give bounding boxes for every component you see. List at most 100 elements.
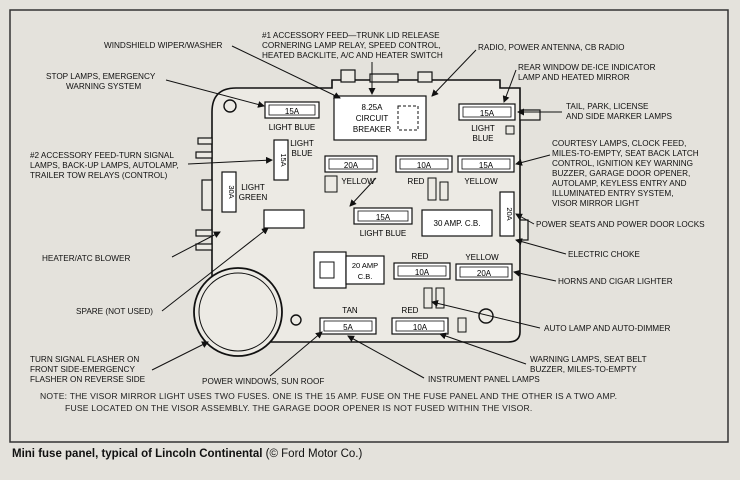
svg-text:20A: 20A bbox=[344, 161, 359, 170]
panel-tab bbox=[369, 73, 399, 83]
circuit-breaker-8-25a: 8.25A CIRCUIT BREAKER bbox=[333, 95, 427, 141]
svg-text:10A: 10A bbox=[417, 161, 432, 170]
label-heater: HEATER/ATC BLOWER bbox=[42, 254, 130, 263]
mounting-hole bbox=[290, 314, 302, 326]
svg-text:20 AMP: 20 AMP bbox=[352, 261, 378, 270]
relay-block bbox=[263, 209, 305, 229]
label-power-seats: POWER SEATS AND POWER DOOR LOCKS bbox=[536, 220, 705, 229]
label-tail-park-line2: AND SIDE MARKER LAMPS bbox=[566, 112, 673, 121]
mounting-hole bbox=[478, 308, 494, 324]
fuse-15a-light-blue-top-left: 15A LIGHT BLUE bbox=[264, 101, 320, 132]
label-courtesy-line2: MILES-TO-EMPTY, SEAT BACK LATCH bbox=[552, 149, 699, 158]
caption-copyright: (© Ford Motor Co.) bbox=[262, 448, 363, 460]
svg-text:LIGHT: LIGHT bbox=[241, 183, 265, 192]
panel-tab bbox=[340, 69, 356, 83]
svg-text:LIGHT: LIGHT bbox=[290, 139, 314, 148]
label-courtesy-line6: ILLUMINATED ENTRY SYSTEM, bbox=[552, 189, 673, 198]
svg-text:15A: 15A bbox=[279, 153, 288, 166]
fuse-15a-light-blue-mid: 15A LIGHT BLUE bbox=[353, 207, 413, 238]
svg-text:LIGHT: LIGHT bbox=[471, 124, 495, 133]
svg-text:15A: 15A bbox=[479, 161, 494, 170]
side-clips bbox=[195, 109, 541, 251]
label-warning-lamps-line1: WARNING LAMPS, SEAT BELT bbox=[530, 355, 647, 364]
label-stop-lamps-line1: STOP LAMPS, EMERGENCY bbox=[46, 72, 156, 81]
svg-text:15A: 15A bbox=[376, 213, 391, 222]
fuse-10a-red-lower: 10A RED bbox=[393, 252, 451, 309]
label-rear-window-line1: REAR WINDOW DE-ICE INDICATOR bbox=[518, 63, 656, 72]
svg-text:8.25A: 8.25A bbox=[362, 103, 384, 112]
svg-text:GREEN: GREEN bbox=[239, 193, 268, 202]
svg-text:10A: 10A bbox=[413, 323, 428, 332]
svg-text:YELLOW: YELLOW bbox=[341, 177, 375, 186]
figure-caption: Mini fuse panel, typical of Lincoln Cont… bbox=[12, 448, 362, 460]
label-accessory1-line2: CORNERING LAMP RELAY, SPEED CONTROL, bbox=[262, 41, 441, 50]
fuse-20a-vertical-right: 20A bbox=[499, 191, 515, 237]
note-line2: FUSE LOCATED ON THE VISOR ASSEMBLY. THE … bbox=[65, 403, 533, 413]
flasher-inner-ring bbox=[198, 272, 278, 352]
label-stop-lamps-line2: WARNING SYSTEM bbox=[66, 82, 141, 91]
label-courtesy-line4: BUZZER, GARAGE DOOR OPENER, bbox=[552, 169, 690, 178]
mounting-hole bbox=[223, 99, 237, 113]
label-radio: RADIO, POWER ANTENNA, CB RADIO bbox=[478, 43, 624, 52]
label-auto-lamp: AUTO LAMP AND AUTO-DIMMER bbox=[544, 324, 671, 333]
turn-signal-flasher bbox=[193, 267, 283, 357]
fuse-30a-light-green-vertical: 30A LIGHT GREEN bbox=[221, 171, 268, 213]
svg-text:YELLOW: YELLOW bbox=[464, 177, 498, 186]
svg-text:15A: 15A bbox=[480, 109, 495, 118]
label-accessory2-line2: LAMPS, BACK-UP LAMPS, AUTOLAMP, bbox=[30, 161, 179, 170]
svg-text:20A: 20A bbox=[505, 207, 514, 220]
label-courtesy-line3: CONTROL, IGNITION KEY WARNING bbox=[552, 159, 693, 168]
label-turn-flasher-line2: FRONT SIDE-EMERGENCY bbox=[30, 365, 135, 374]
panel-tab bbox=[417, 71, 433, 83]
svg-text:BLUE: BLUE bbox=[292, 149, 313, 158]
svg-text:30A: 30A bbox=[227, 185, 236, 198]
fuse-10a-red: 10A RED bbox=[395, 155, 453, 201]
fuse-20a-yellow: 20A YELLOW bbox=[324, 155, 378, 193]
svg-text:TAN: TAN bbox=[342, 306, 358, 315]
leader-lines bbox=[151, 45, 567, 379]
diagram-frame bbox=[9, 9, 729, 443]
label-turn-flasher-line3: FLASHER ON REVERSE SIDE bbox=[30, 375, 146, 384]
label-courtesy-line5: AUTOLAMP, KEYLESS ENTRY AND bbox=[552, 179, 687, 188]
label-courtesy-line1: COURTESY LAMPS, CLOCK FEED, bbox=[552, 139, 686, 148]
svg-text:LIGHT BLUE: LIGHT BLUE bbox=[269, 123, 316, 132]
fuse-15a-yellow: 15A YELLOW bbox=[457, 155, 515, 186]
svg-text:5A: 5A bbox=[343, 323, 353, 332]
label-wiper: WINDSHIELD WIPER/WASHER bbox=[104, 41, 223, 50]
label-tail-park-line1: TAIL, PARK, LICENSE bbox=[566, 102, 649, 111]
fuse-20a-yellow-lower: 20A YELLOW bbox=[455, 253, 513, 281]
label-instrument: INSTRUMENT PANEL LAMPS bbox=[428, 375, 540, 384]
svg-text:BLUE: BLUE bbox=[473, 134, 494, 143]
svg-text:30 AMP. C.B.: 30 AMP. C.B. bbox=[434, 219, 481, 228]
fuse-10a-red-bottom: 10A RED bbox=[391, 306, 467, 335]
label-accessory2-line1: #2 ACCESSORY FEED-TURN SIGNAL bbox=[30, 151, 174, 160]
svg-text:CIRCUIT: CIRCUIT bbox=[356, 114, 389, 123]
label-courtesy-line7: VISOR MIRROR LIGHT bbox=[552, 199, 639, 208]
visor-note: NOTE: THE VISOR MIRROR LIGHT USES TWO FU… bbox=[40, 390, 700, 414]
diagram-labels: WINDSHIELD WIPER/WASHER #1 ACCESSORY FEE… bbox=[30, 31, 705, 386]
svg-text:RED: RED bbox=[402, 306, 419, 315]
circuit-breaker-20-amp: 20 AMP C.B. bbox=[313, 251, 385, 289]
label-power-windows: POWER WINDOWS, SUN ROOF bbox=[202, 377, 324, 386]
svg-text:10A: 10A bbox=[415, 268, 430, 277]
label-horns: HORNS AND CIGAR LIGHTER bbox=[558, 277, 673, 286]
svg-text:15A: 15A bbox=[285, 107, 300, 116]
label-rear-window-line2: LAMP AND HEATED MIRROR bbox=[518, 73, 630, 82]
fuse-15a-light-blue-top-right: 15A LIGHT BLUE bbox=[458, 103, 516, 143]
label-turn-flasher-line1: TURN SIGNAL FLASHER ON bbox=[30, 355, 139, 364]
label-spare: SPARE (NOT USED) bbox=[76, 307, 153, 316]
note-line1: NOTE: THE VISOR MIRROR LIGHT USES TWO FU… bbox=[40, 391, 618, 401]
label-accessory2-line3: TRAILER TOW RELAYS (CONTROL) bbox=[30, 171, 168, 180]
svg-text:RED: RED bbox=[408, 177, 425, 186]
svg-text:LIGHT BLUE: LIGHT BLUE bbox=[360, 229, 407, 238]
circuit-breaker-30-amp: 30 AMP. C.B. bbox=[421, 209, 493, 237]
svg-text:RED: RED bbox=[412, 252, 429, 261]
svg-text:YELLOW: YELLOW bbox=[465, 253, 499, 262]
svg-text:20A: 20A bbox=[477, 269, 492, 278]
label-accessory1-line3: HEATED BACKLITE, A/C AND HEATER SWITCH bbox=[262, 51, 443, 60]
label-accessory1-line1: #1 ACCESSORY FEED—TRUNK LID RELEASE bbox=[262, 31, 440, 40]
label-choke: ELECTRIC CHOKE bbox=[568, 250, 640, 259]
fuse-5a-tan: 5A TAN bbox=[319, 306, 377, 335]
